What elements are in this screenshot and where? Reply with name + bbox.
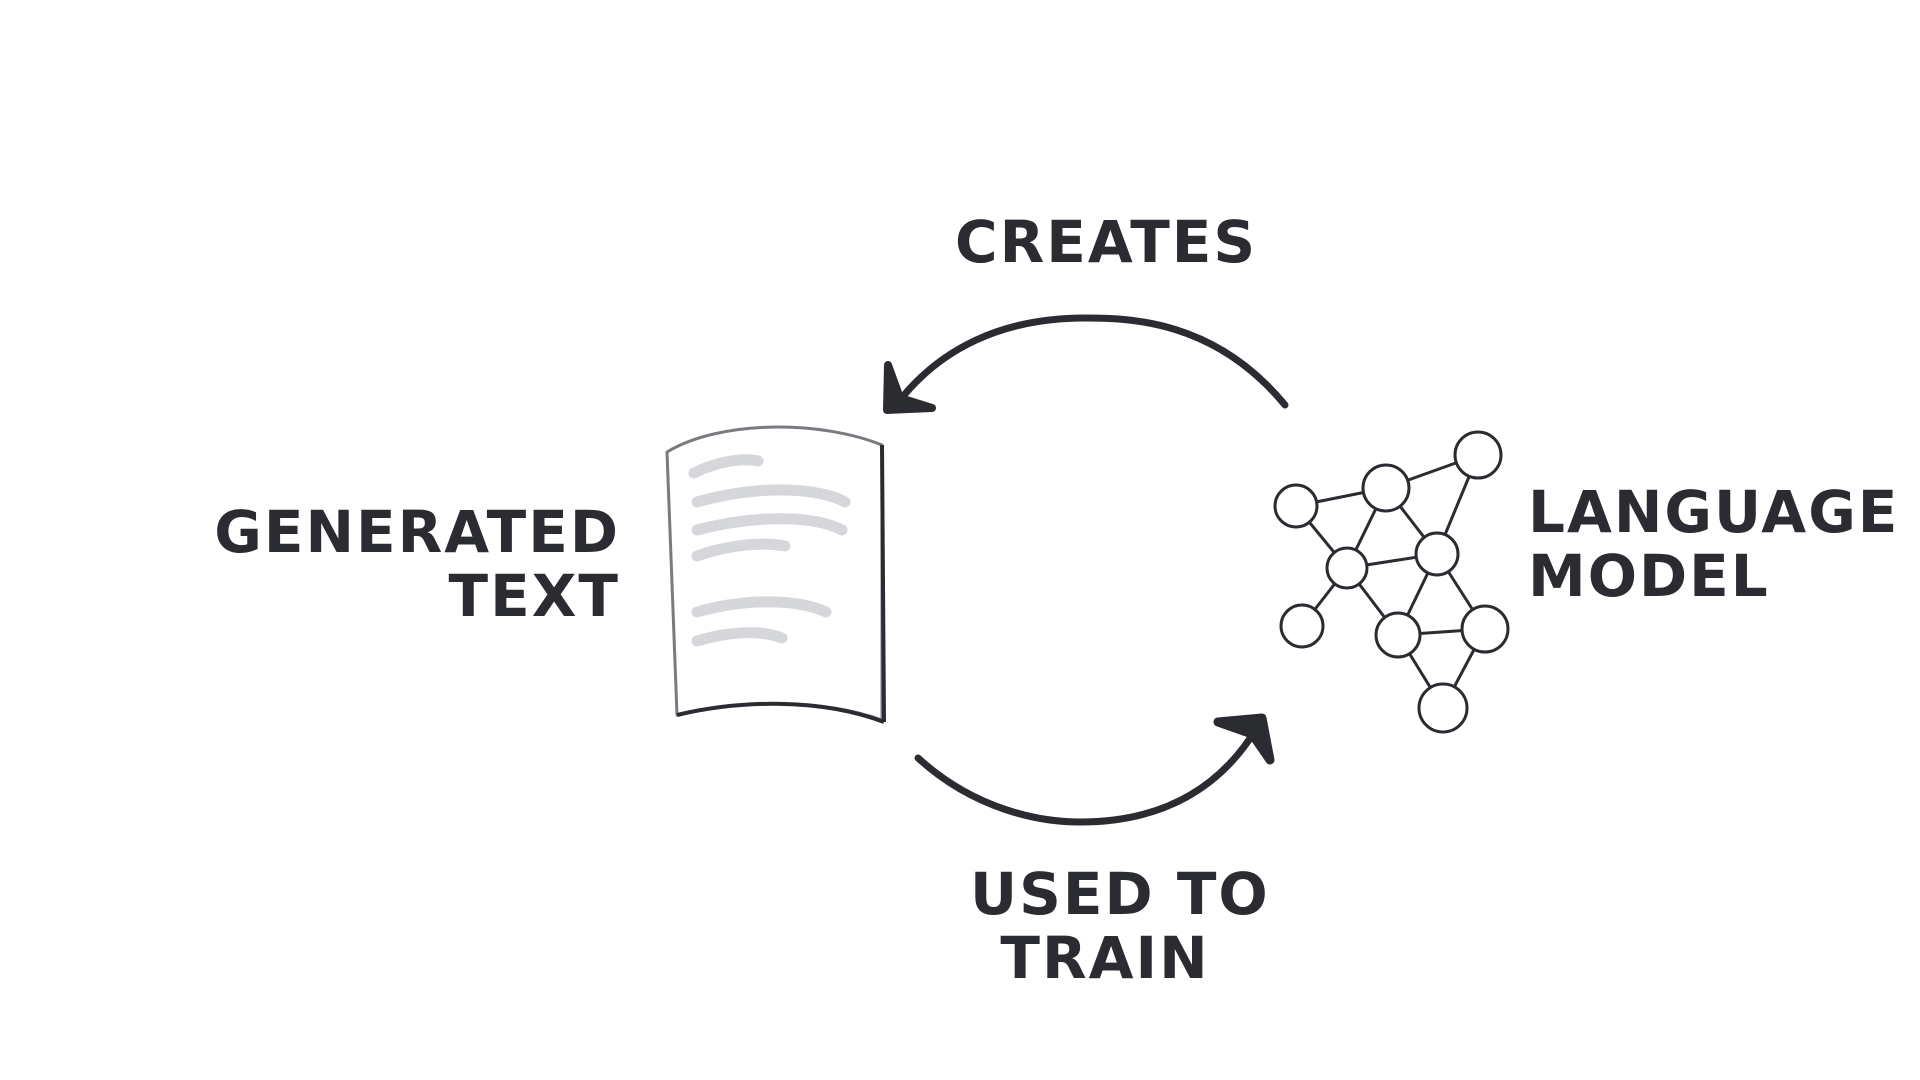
curved-arrow-right-icon	[914, 713, 1275, 826]
language-model-label: LANGUAGE MODEL	[1528, 480, 1899, 608]
used-to-train-label: USED TO TRAIN	[970, 860, 1270, 992]
neural-network-icon	[1273, 430, 1510, 734]
creates-text: CREATES	[955, 208, 1258, 276]
creates-label: CREATES	[955, 210, 1257, 274]
used-to-train-line-2: TRAIN	[1000, 924, 1210, 992]
language-model-line-2: MODEL	[1528, 542, 1770, 610]
generated-text-line-1: GENERATED	[214, 498, 620, 566]
used-to-train-line-1: USED TO	[970, 860, 1270, 928]
generated-text-label: GENERATED TEXT	[214, 500, 620, 628]
generated-text-line-2: TEXT	[448, 562, 620, 630]
document-icon	[665, 425, 886, 724]
language-model-line-1: LANGUAGE	[1528, 478, 1900, 546]
curved-arrow-left-icon	[883, 314, 1289, 414]
